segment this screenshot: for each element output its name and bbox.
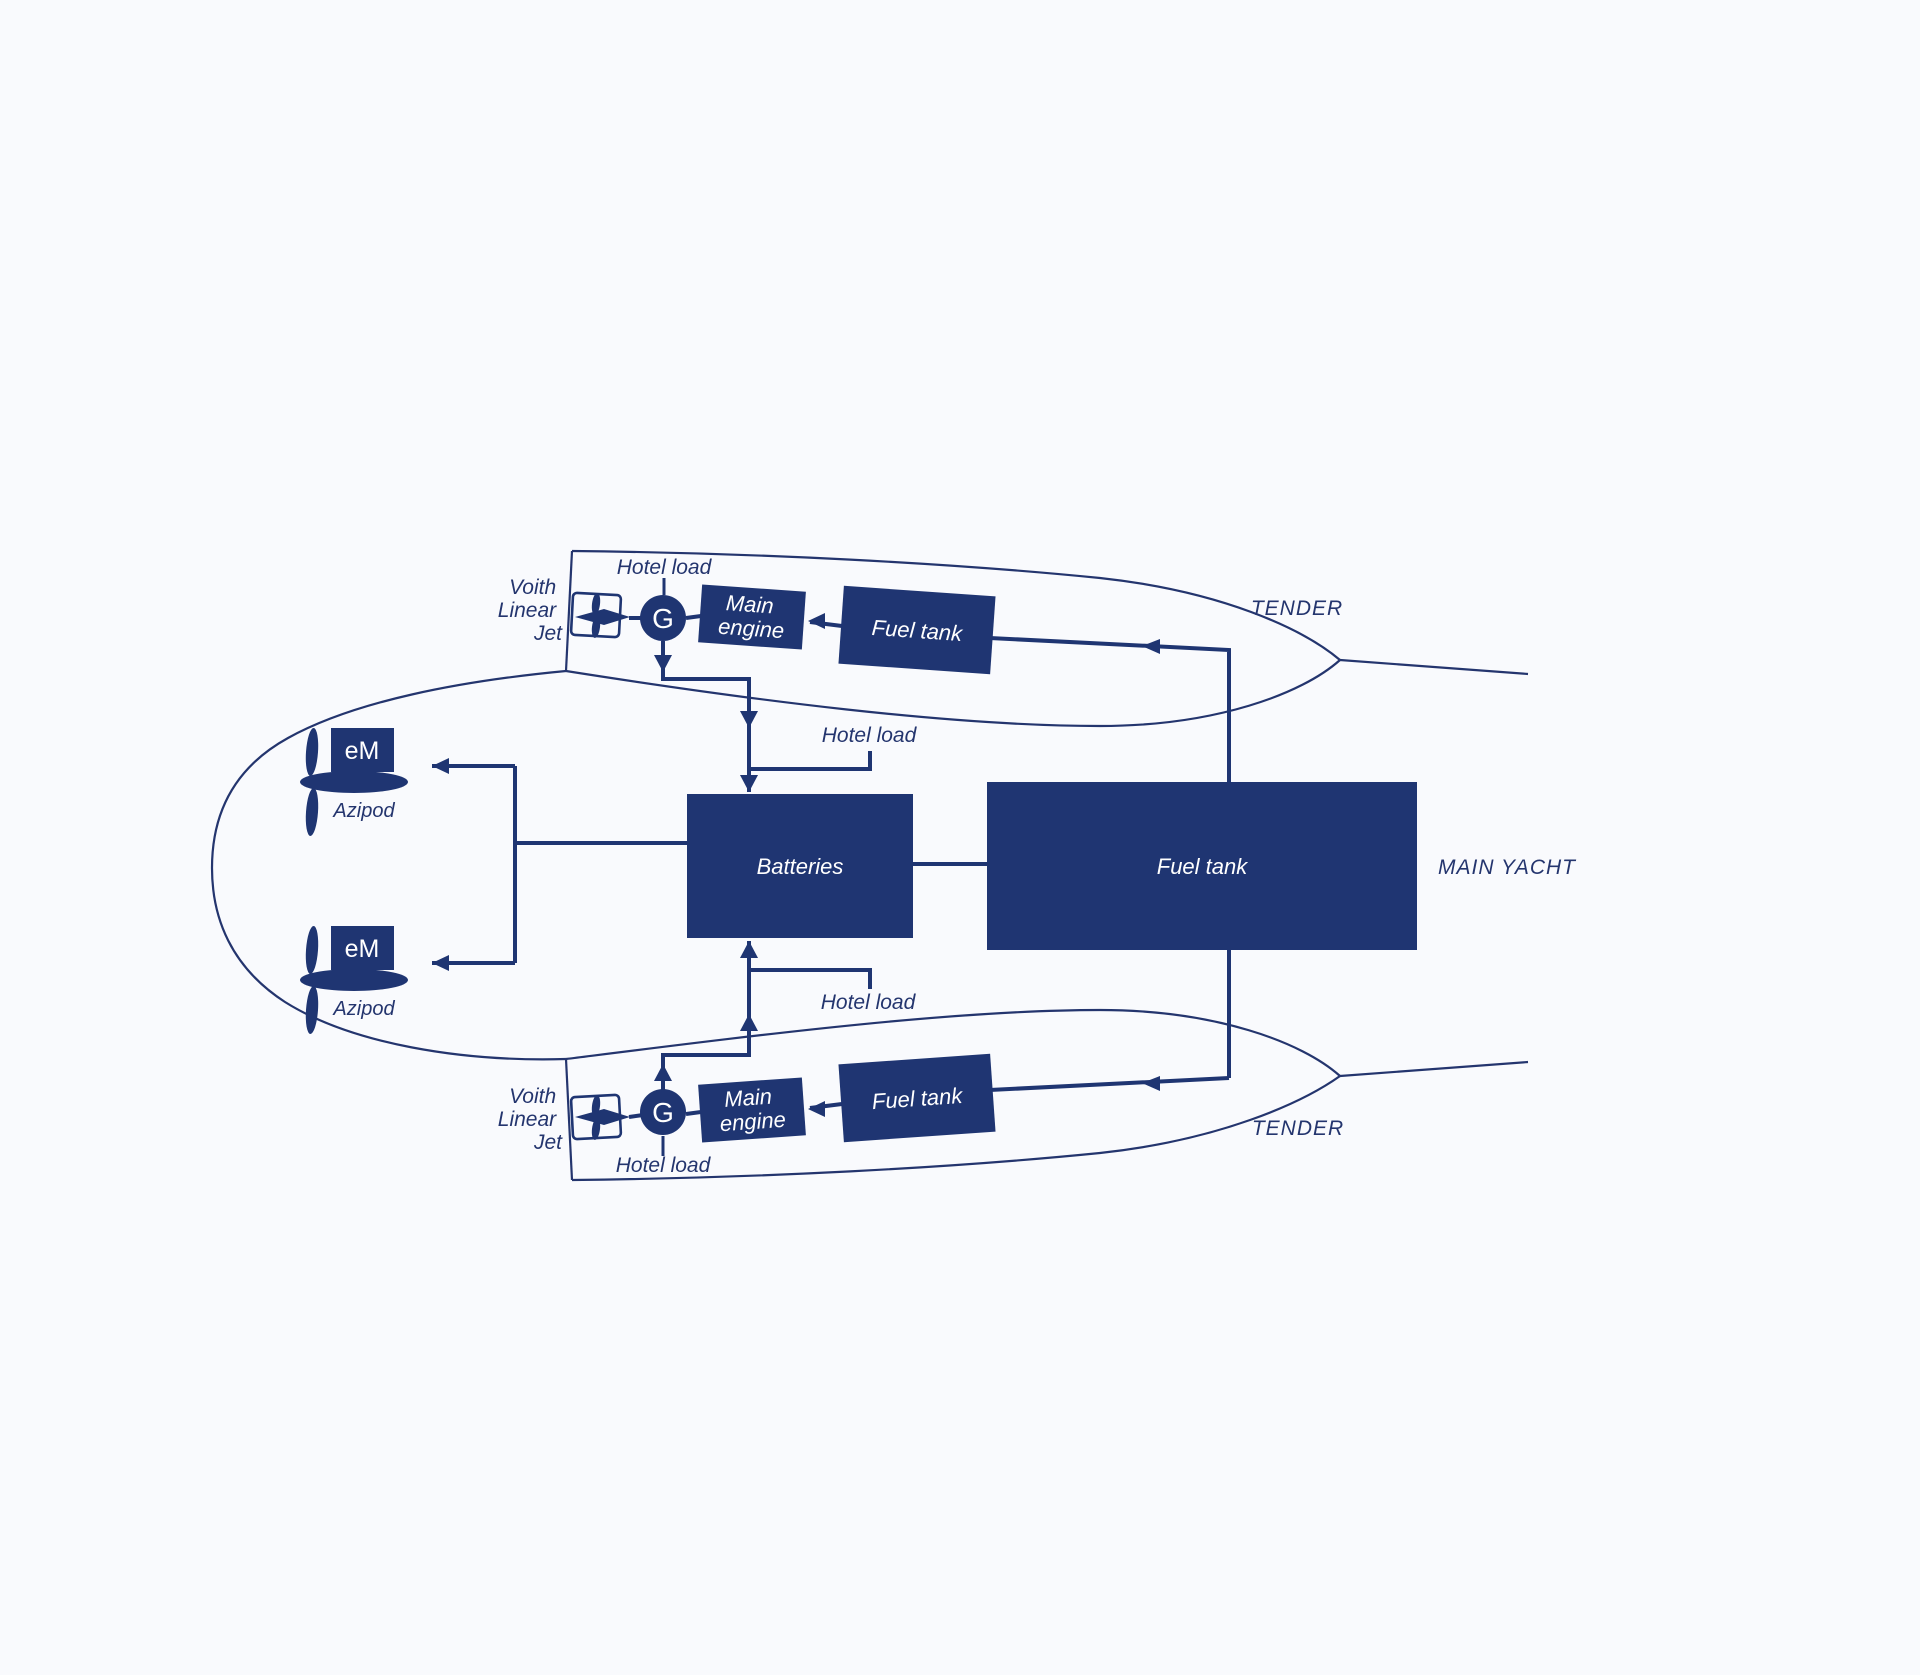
- arrow-up-icon: [740, 1014, 758, 1031]
- lower-hotel-load-label: Hotel load: [821, 991, 917, 1014]
- main-yacht: eM Azipod eM Azipod Batteries Fuel tank …: [300, 724, 1577, 1034]
- arrow-left-icon: [808, 613, 825, 629]
- top-tender-deck-line: [571, 549, 1341, 661]
- lower-em-motor-box: [331, 926, 394, 970]
- arrow-left-icon: [808, 1101, 825, 1117]
- arrow-up-icon: [740, 941, 758, 958]
- bottom-tender-bow-extension: [1339, 1060, 1529, 1078]
- arrow-left-icon: [432, 758, 449, 774]
- main-yacht-title: MAIN YACHT: [1438, 856, 1577, 879]
- top-tender-title: TENDER: [1251, 597, 1343, 620]
- voith-linear-jet-icon: [569, 1093, 630, 1141]
- bottom-tender-title: TENDER: [1252, 1117, 1344, 1140]
- top-tender: G Main engine Fuel tank Hotel load Voith…: [498, 556, 1343, 675]
- upper-em-motor-label: eM: [345, 737, 380, 765]
- main-fuel-tank-box: [987, 782, 1417, 950]
- bottom-tender-transom: [564, 1058, 574, 1181]
- upper-azipod-icon: eM: [300, 728, 408, 836]
- top-tender-transom: [564, 550, 574, 672]
- main-fuel-tank-label: Fuel tank: [1157, 854, 1248, 879]
- lower-em-motor-label: eM: [345, 935, 380, 963]
- arrow-left-icon: [432, 955, 449, 971]
- bottom-main-engine-box: [698, 1077, 806, 1143]
- arrow-down-icon: [740, 711, 758, 728]
- upper-hotel-load-label: Hotel load: [822, 724, 918, 747]
- arrow-up-icon: [654, 1064, 672, 1081]
- top-main-engine-box: [698, 584, 806, 650]
- lower-azipod-label: Azipod: [332, 998, 395, 1020]
- bottom-generator-circle: [640, 1089, 686, 1135]
- arrow-down-icon: [740, 775, 758, 792]
- arrow-down-icon: [654, 655, 672, 672]
- bottom-generator-engine-link: [685, 1110, 702, 1116]
- top-voith-linear-jet-label: Voith Linear Jet: [498, 576, 563, 645]
- top-fuel-tank-box: [838, 585, 996, 675]
- bottom-hotel-load-label: Hotel load: [616, 1154, 712, 1177]
- bottom-tender-deck-line: [571, 1075, 1341, 1182]
- main-yacht-hull: [210, 669, 567, 1061]
- upper-azipod-label: Azipod: [332, 800, 395, 822]
- bottom-fuel-supply-line: [949, 1076, 1230, 1094]
- bottom-voith-linear-jet-label: Voith Linear Jet: [498, 1085, 563, 1154]
- batteries-box: [687, 794, 913, 938]
- upper-em-motor-box: [331, 728, 394, 772]
- top-generator-label: G: [652, 603, 674, 634]
- top-generator-engine-link: [685, 614, 702, 620]
- voith-linear-jet-icon: [569, 591, 630, 639]
- lower-azipod-icon: eM: [300, 926, 408, 1034]
- top-generator-to-batteries-line: [661, 641, 751, 792]
- top-main-engine-label: Main engine: [717, 590, 786, 643]
- bottom-tender: G Main engine Fuel tank Hotel load Voith…: [498, 1053, 1344, 1177]
- bottom-fuel-tank-box: [838, 1053, 996, 1143]
- bottom-main-engine-label: Main engine: [717, 1083, 786, 1136]
- bottom-generator-label: G: [652, 1097, 674, 1128]
- top-generator-circle: [640, 595, 686, 641]
- bottom-generator-to-batteries-line: [661, 941, 751, 1090]
- hull-outlines: [210, 549, 1529, 1182]
- arrow-left-icon: [1142, 639, 1160, 654]
- top-hotel-load-label: Hotel load: [617, 556, 713, 579]
- arrow-left-icon: [1142, 1076, 1160, 1091]
- batteries-label: Batteries: [757, 854, 844, 879]
- upper-hotel-load-branch: [749, 751, 872, 771]
- flow-arrowheads: [432, 613, 1160, 1117]
- bottom-tender-keel-line: [565, 1008, 1341, 1077]
- top-tender-keel-line: [565, 659, 1341, 728]
- top-tender-bow-extension: [1339, 658, 1529, 676]
- lower-hotel-load-branch: [749, 968, 872, 989]
